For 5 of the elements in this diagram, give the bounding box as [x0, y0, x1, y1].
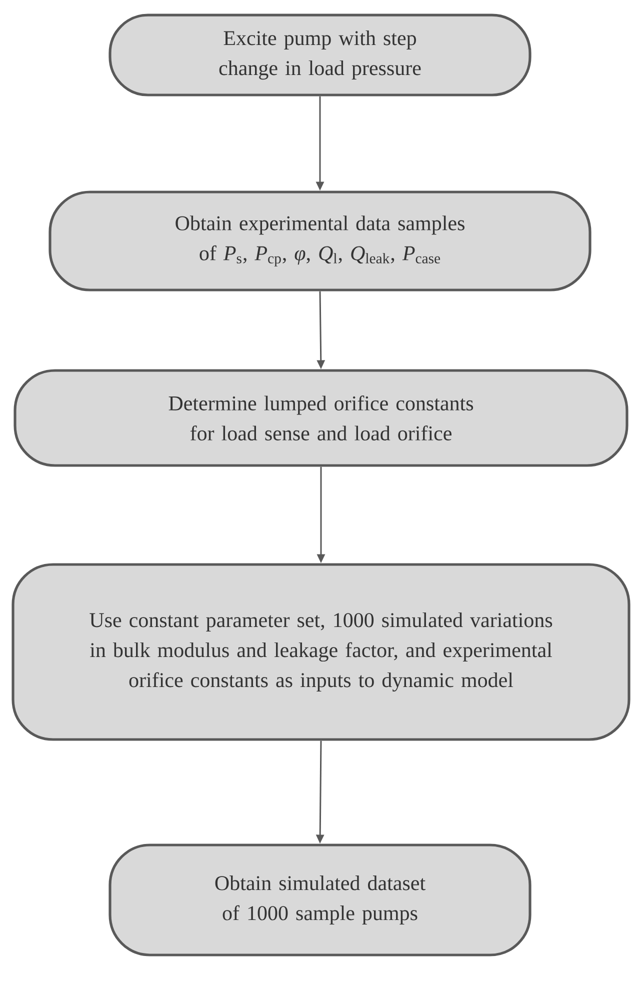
- process-box: Excite pump with step change in load pressure: [108, 14, 532, 96]
- process-box: Determine lumped orifice constants for load sense and load orifice: [14, 369, 628, 467]
- process-box: Use constant parameter set, 1000 simulated variations in bulk modulus and leakage factor, and experimental orifice constants as inputs to dynamic model: [12, 563, 630, 741]
- process-box: Obtain simulated dataset of 1000 sample pumps: [108, 844, 532, 956]
- process-box: Obtain experimental data samples of P$_{s}$, P$_{cp}$, φ, Q$_{l}$, Q$_{leak}$, P$_{case}$: [48, 190, 592, 292]
